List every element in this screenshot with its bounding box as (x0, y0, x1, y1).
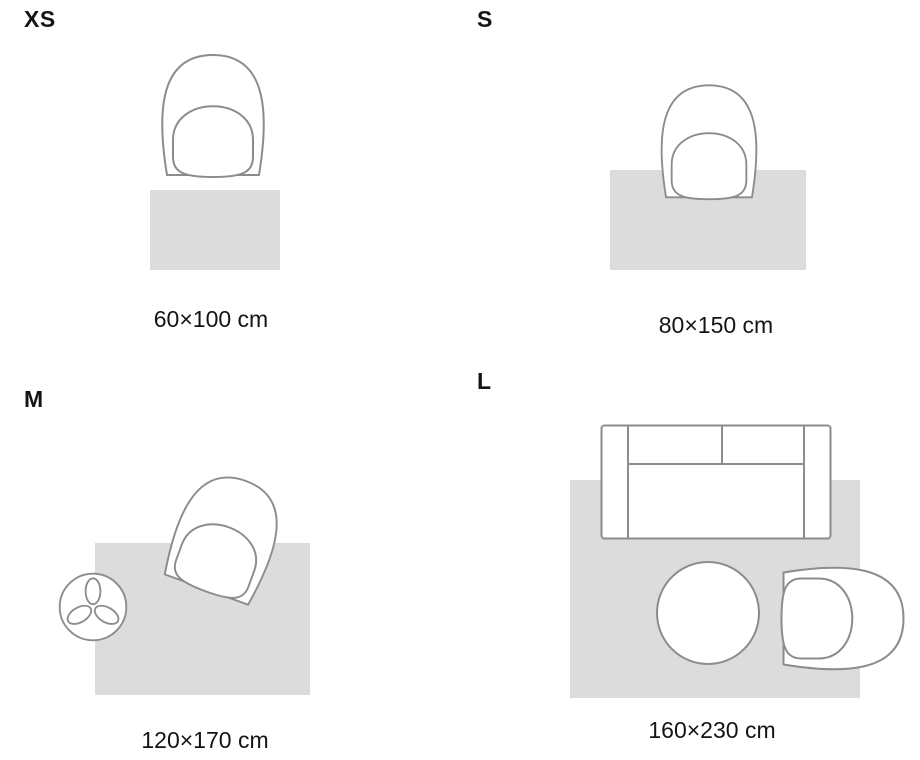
size-label-l: L (477, 368, 492, 394)
size-label-s: S (477, 6, 493, 32)
size-label-m: M (24, 386, 44, 412)
size-section-l: L 160×230 cm (460, 368, 920, 760)
sofa-icon (600, 424, 832, 540)
size-section-xs: XS 60×100 cm (0, 0, 460, 380)
plant-icon (58, 572, 128, 642)
size-section-s: S 80×150 cm (460, 0, 920, 380)
coffee-table-icon (656, 561, 760, 665)
armchair-icon (161, 54, 265, 178)
armchair-icon (660, 84, 758, 201)
rug-shape-xs (150, 190, 280, 270)
size-label-xs: XS (24, 6, 56, 32)
armchair-icon (780, 566, 905, 671)
size-caption-m: 120×170 cm (141, 727, 269, 753)
size-caption-l: 160×230 cm (648, 717, 776, 743)
size-caption-s: 80×150 cm (658, 312, 774, 338)
size-section-m: M 120×170 cm (0, 380, 460, 760)
size-caption-xs: 60×100 cm (153, 306, 269, 332)
